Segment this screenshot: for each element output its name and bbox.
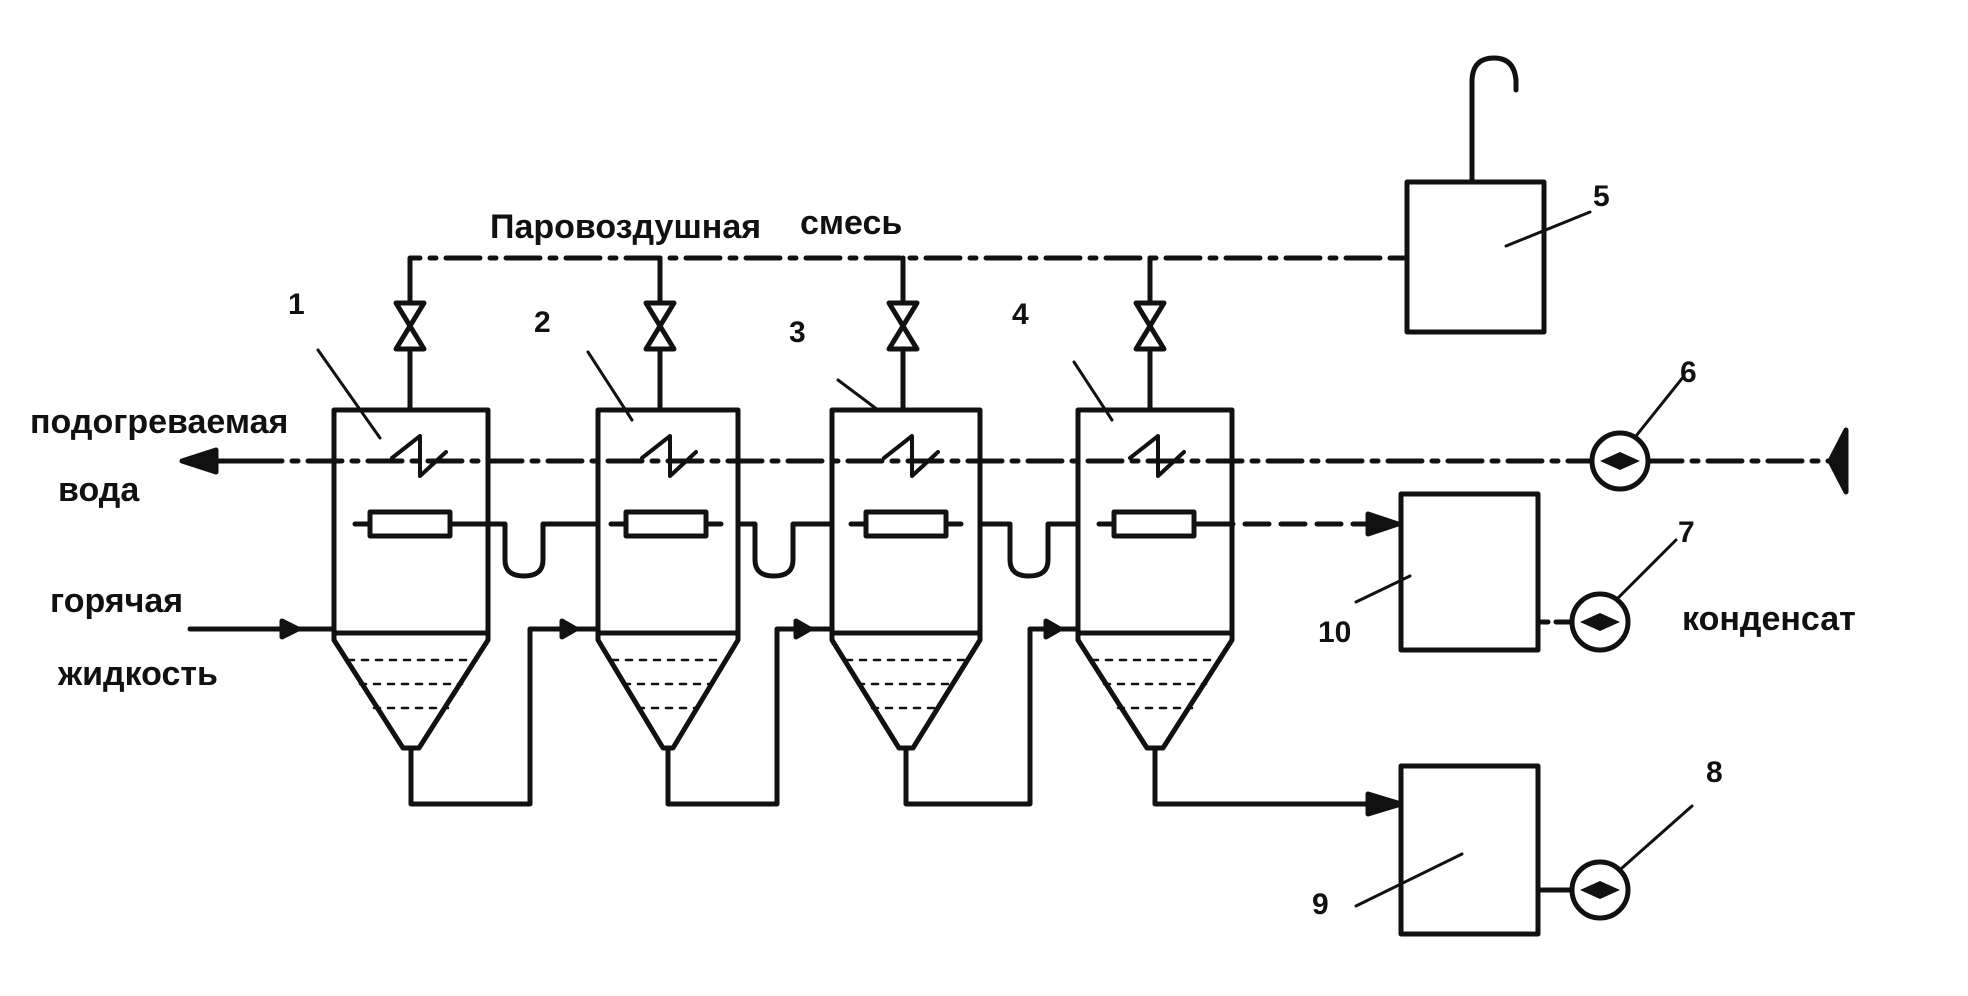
pump-6: [1589, 430, 1651, 492]
vessel-5: [1389, 55, 1547, 335]
valve-1: [393, 279, 427, 413]
steam-air-line: [407, 255, 1395, 285]
number-6: 6: [1680, 356, 1697, 389]
number-1: 1: [288, 288, 305, 321]
heated-water-label-1: подогреваемая: [30, 403, 289, 441]
leader-lines: [316, 210, 1694, 908]
number-9: 9: [1312, 888, 1329, 921]
heated-water-label-2: вода: [58, 471, 140, 509]
hot-liquid-feed: [187, 618, 337, 640]
number-3: 3: [789, 316, 806, 349]
pump-7: [1569, 591, 1631, 653]
u-seal-3-4: [977, 521, 1081, 579]
evaporator-3: [829, 407, 983, 751]
steam-air-label-2: смесь: [800, 204, 903, 242]
water-inlet-funnel: [1827, 427, 1849, 495]
number-8: 8: [1706, 756, 1723, 789]
steam-air-label-1: Паровоздушная: [490, 208, 762, 246]
vessel-9: [1398, 763, 1541, 937]
evaporator-2: [595, 407, 741, 751]
hot-liquid-label-1: горячая: [50, 582, 184, 620]
evaporator-1: [331, 407, 491, 751]
number-4: 4: [1012, 298, 1029, 331]
number-10: 10: [1318, 616, 1352, 649]
pump-8: [1569, 859, 1631, 921]
steam-air-branches: [657, 255, 1153, 299]
valve-2: [643, 293, 677, 413]
number-5: 5: [1593, 180, 1610, 213]
valve-3: [886, 293, 920, 413]
hot-liquid-label-2: жидкость: [58, 655, 218, 693]
u-seal-1-2: [487, 521, 601, 579]
condensate-arrow: [1365, 511, 1401, 537]
heated-water-arrow: [179, 447, 219, 475]
condensate-label: конденсат: [1682, 600, 1856, 638]
vessel-10: [1398, 491, 1541, 653]
evaporator-4: [1075, 407, 1235, 751]
valve-4: [1133, 293, 1167, 413]
number-7: 7: [1678, 516, 1695, 549]
number-2: 2: [534, 306, 551, 339]
liquid-transfer-lines: [408, 618, 1404, 817]
u-seal-2-3: [735, 521, 835, 579]
